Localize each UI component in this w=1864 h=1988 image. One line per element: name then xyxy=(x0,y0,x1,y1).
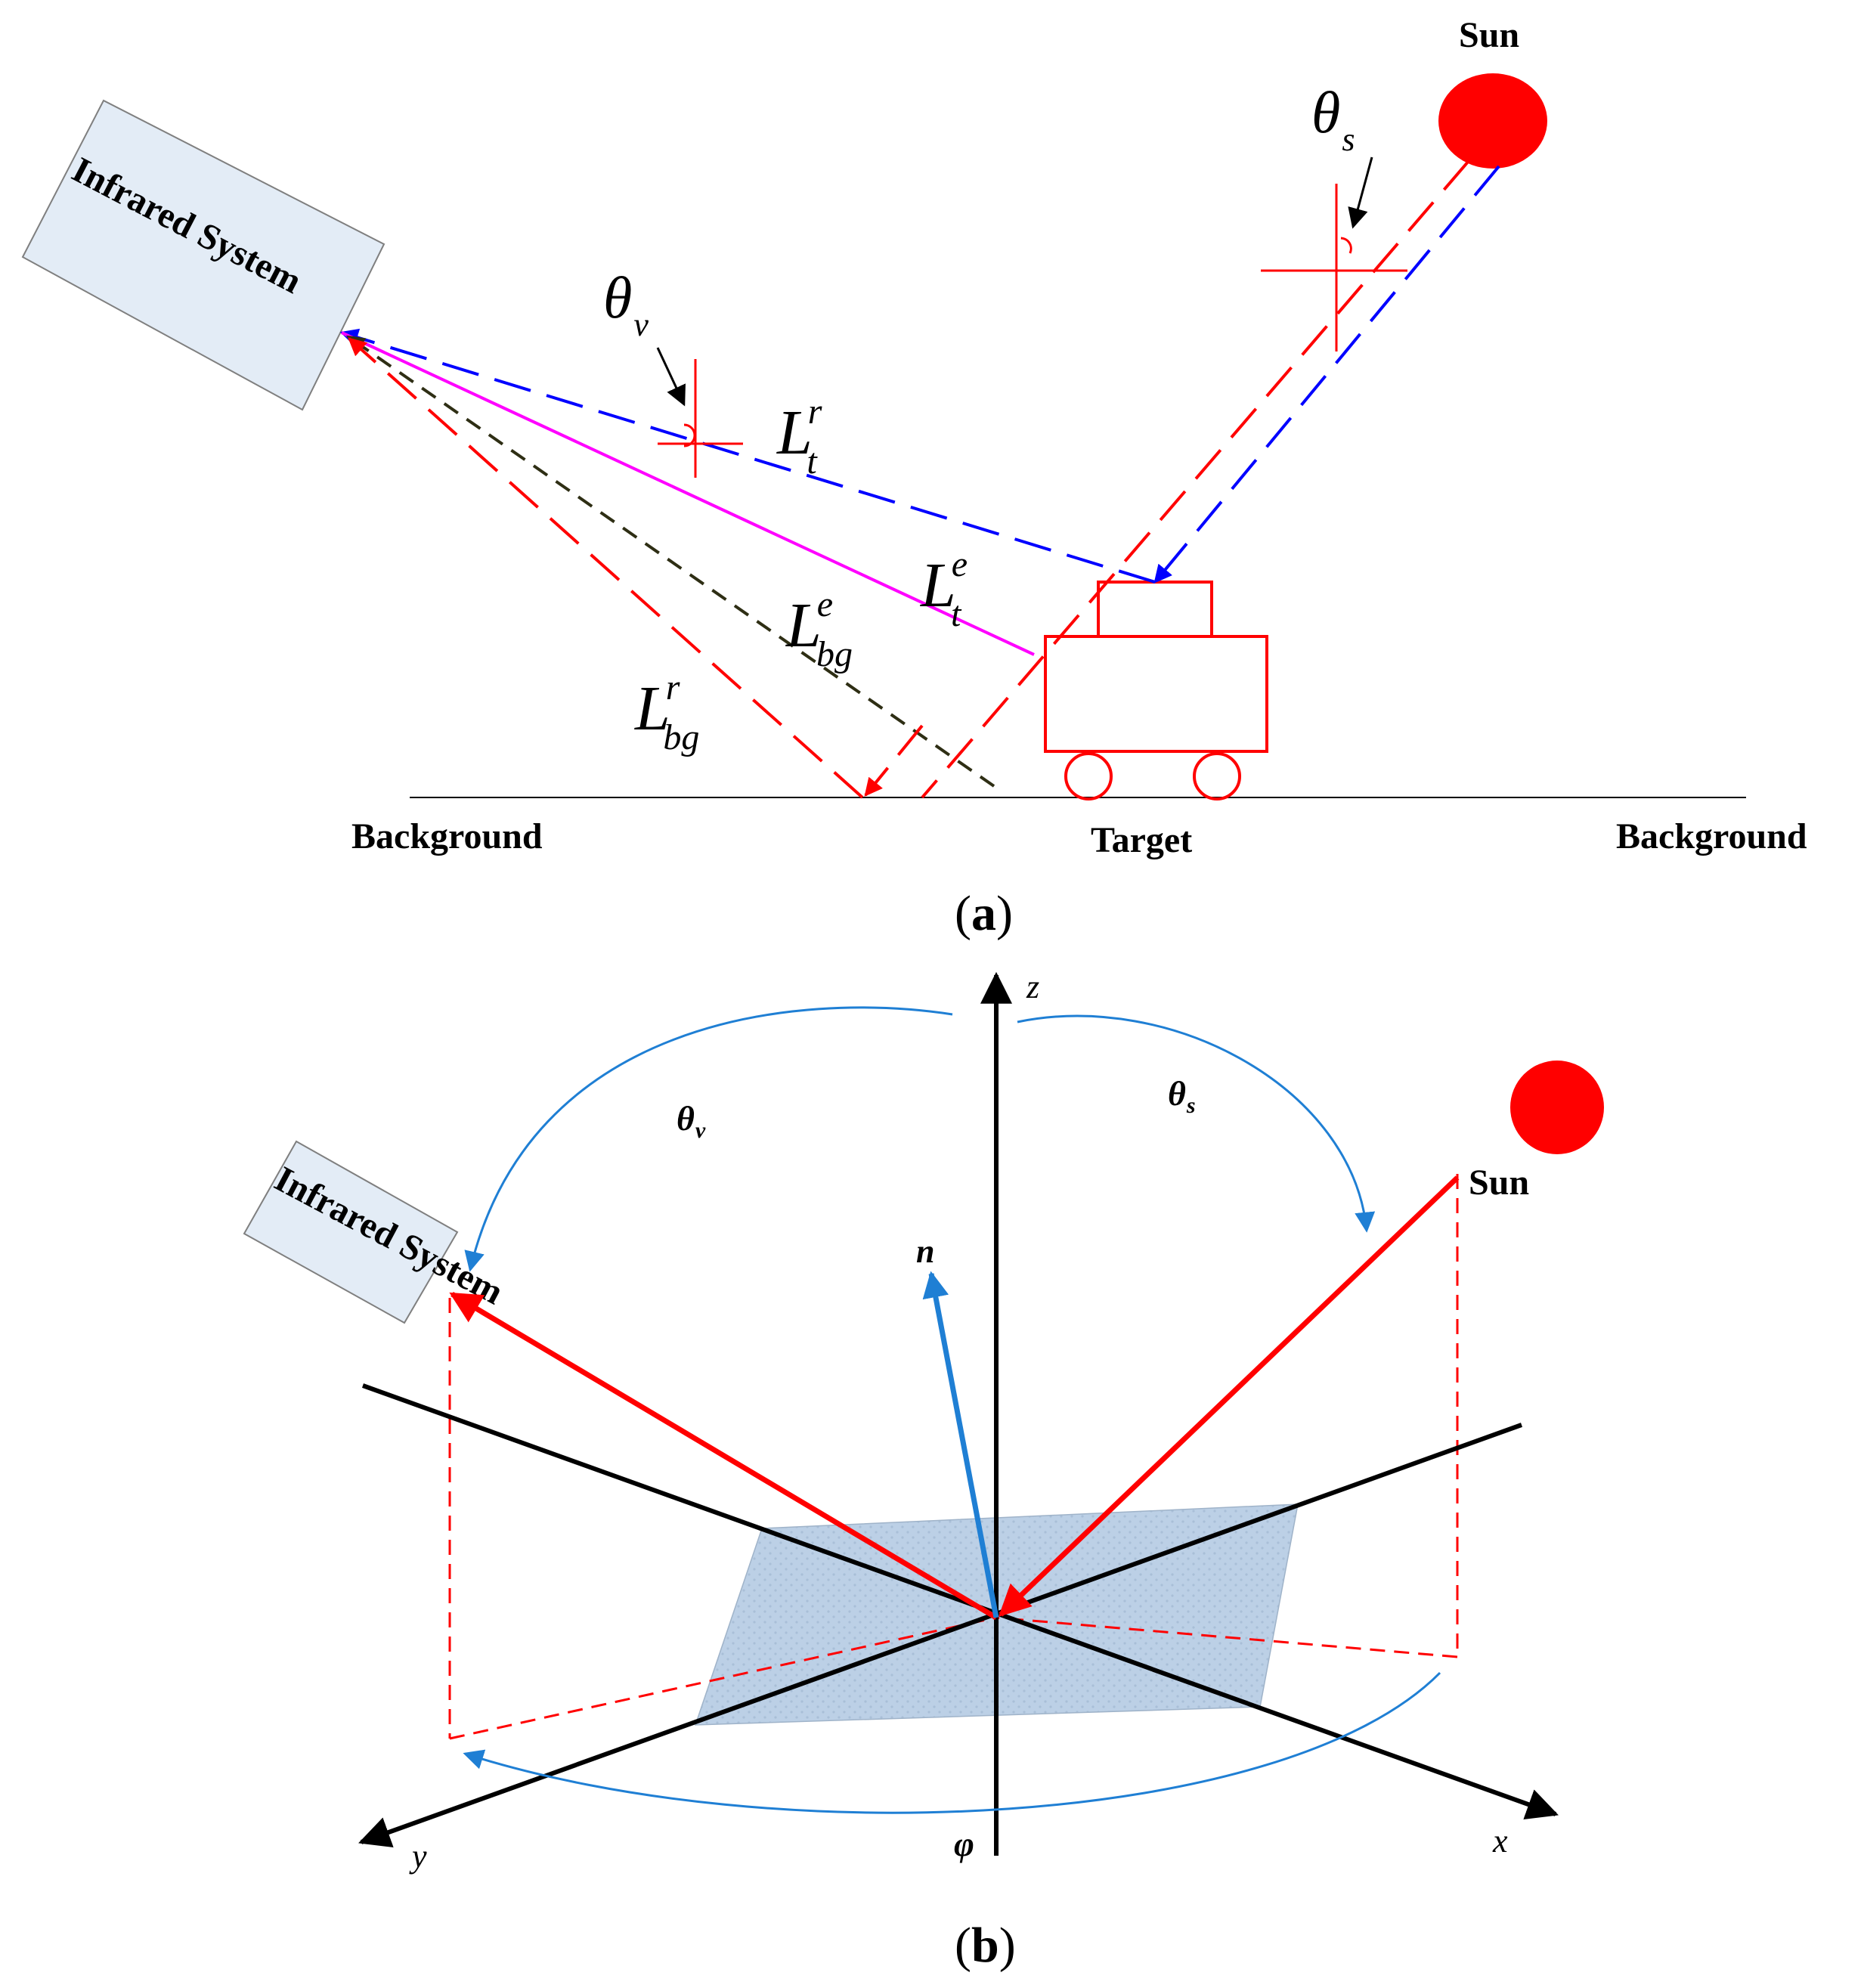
reflected-background-ray xyxy=(348,337,864,799)
emitted-background-ray xyxy=(346,335,995,788)
theta-v-symbol: θv xyxy=(603,265,649,343)
phi-arc xyxy=(463,1671,1441,1814)
infrared-system-device-b: Infrared System xyxy=(243,1140,509,1324)
normal-vector xyxy=(922,1271,999,1618)
theta-v-pointer xyxy=(656,347,686,407)
reflected-background-incident xyxy=(864,724,924,797)
sun-vector xyxy=(998,1175,1460,1617)
sun-circle xyxy=(1438,73,1547,169)
emitted-target-ray xyxy=(341,331,1035,656)
x-axis xyxy=(361,1383,1559,1819)
y-axis xyxy=(358,1423,1523,1847)
panel-a: Infrared System Sun xyxy=(21,15,1807,941)
theta-v-label-b: θv xyxy=(677,1099,706,1143)
theta-s-arc xyxy=(1017,1014,1376,1233)
sun-ray-red xyxy=(921,159,1470,799)
background-left-label: Background xyxy=(351,816,543,856)
caption-a: (a) xyxy=(955,886,1013,941)
theta-v-arc xyxy=(464,1006,953,1272)
view-vector xyxy=(449,1291,998,1621)
theta-s-label-b: θs xyxy=(1168,1074,1196,1118)
x-axis-label: x xyxy=(1492,1822,1508,1859)
sun-circle-b xyxy=(1510,1061,1604,1154)
sun-angle-cross xyxy=(1261,184,1407,351)
reflected-target-ray xyxy=(339,328,1156,584)
target-vehicle xyxy=(1044,581,1268,800)
phi-label: φ xyxy=(954,1825,974,1863)
theta-s-pointer xyxy=(1348,156,1373,229)
target-label: Target xyxy=(1091,820,1192,860)
infrared-system-device: Infrared System xyxy=(21,99,385,411)
sun-label-b: Sun xyxy=(1469,1163,1529,1203)
sun-label: Sun xyxy=(1459,15,1519,55)
z-axis-label: z xyxy=(1026,968,1039,1005)
y-axis-label: y xyxy=(409,1838,427,1875)
caption-b: (b) xyxy=(955,1918,1016,1973)
theta-s-symbol: θs xyxy=(1311,79,1355,158)
view-angle-cross xyxy=(658,359,743,478)
sun-ray-blue xyxy=(1153,165,1500,584)
projection-lines xyxy=(448,1174,1459,1740)
normal-label: n xyxy=(916,1233,934,1270)
background-right-label: Background xyxy=(1616,816,1807,856)
panel-b: Infrared System Sun z x y n θv xyxy=(243,968,1604,1973)
